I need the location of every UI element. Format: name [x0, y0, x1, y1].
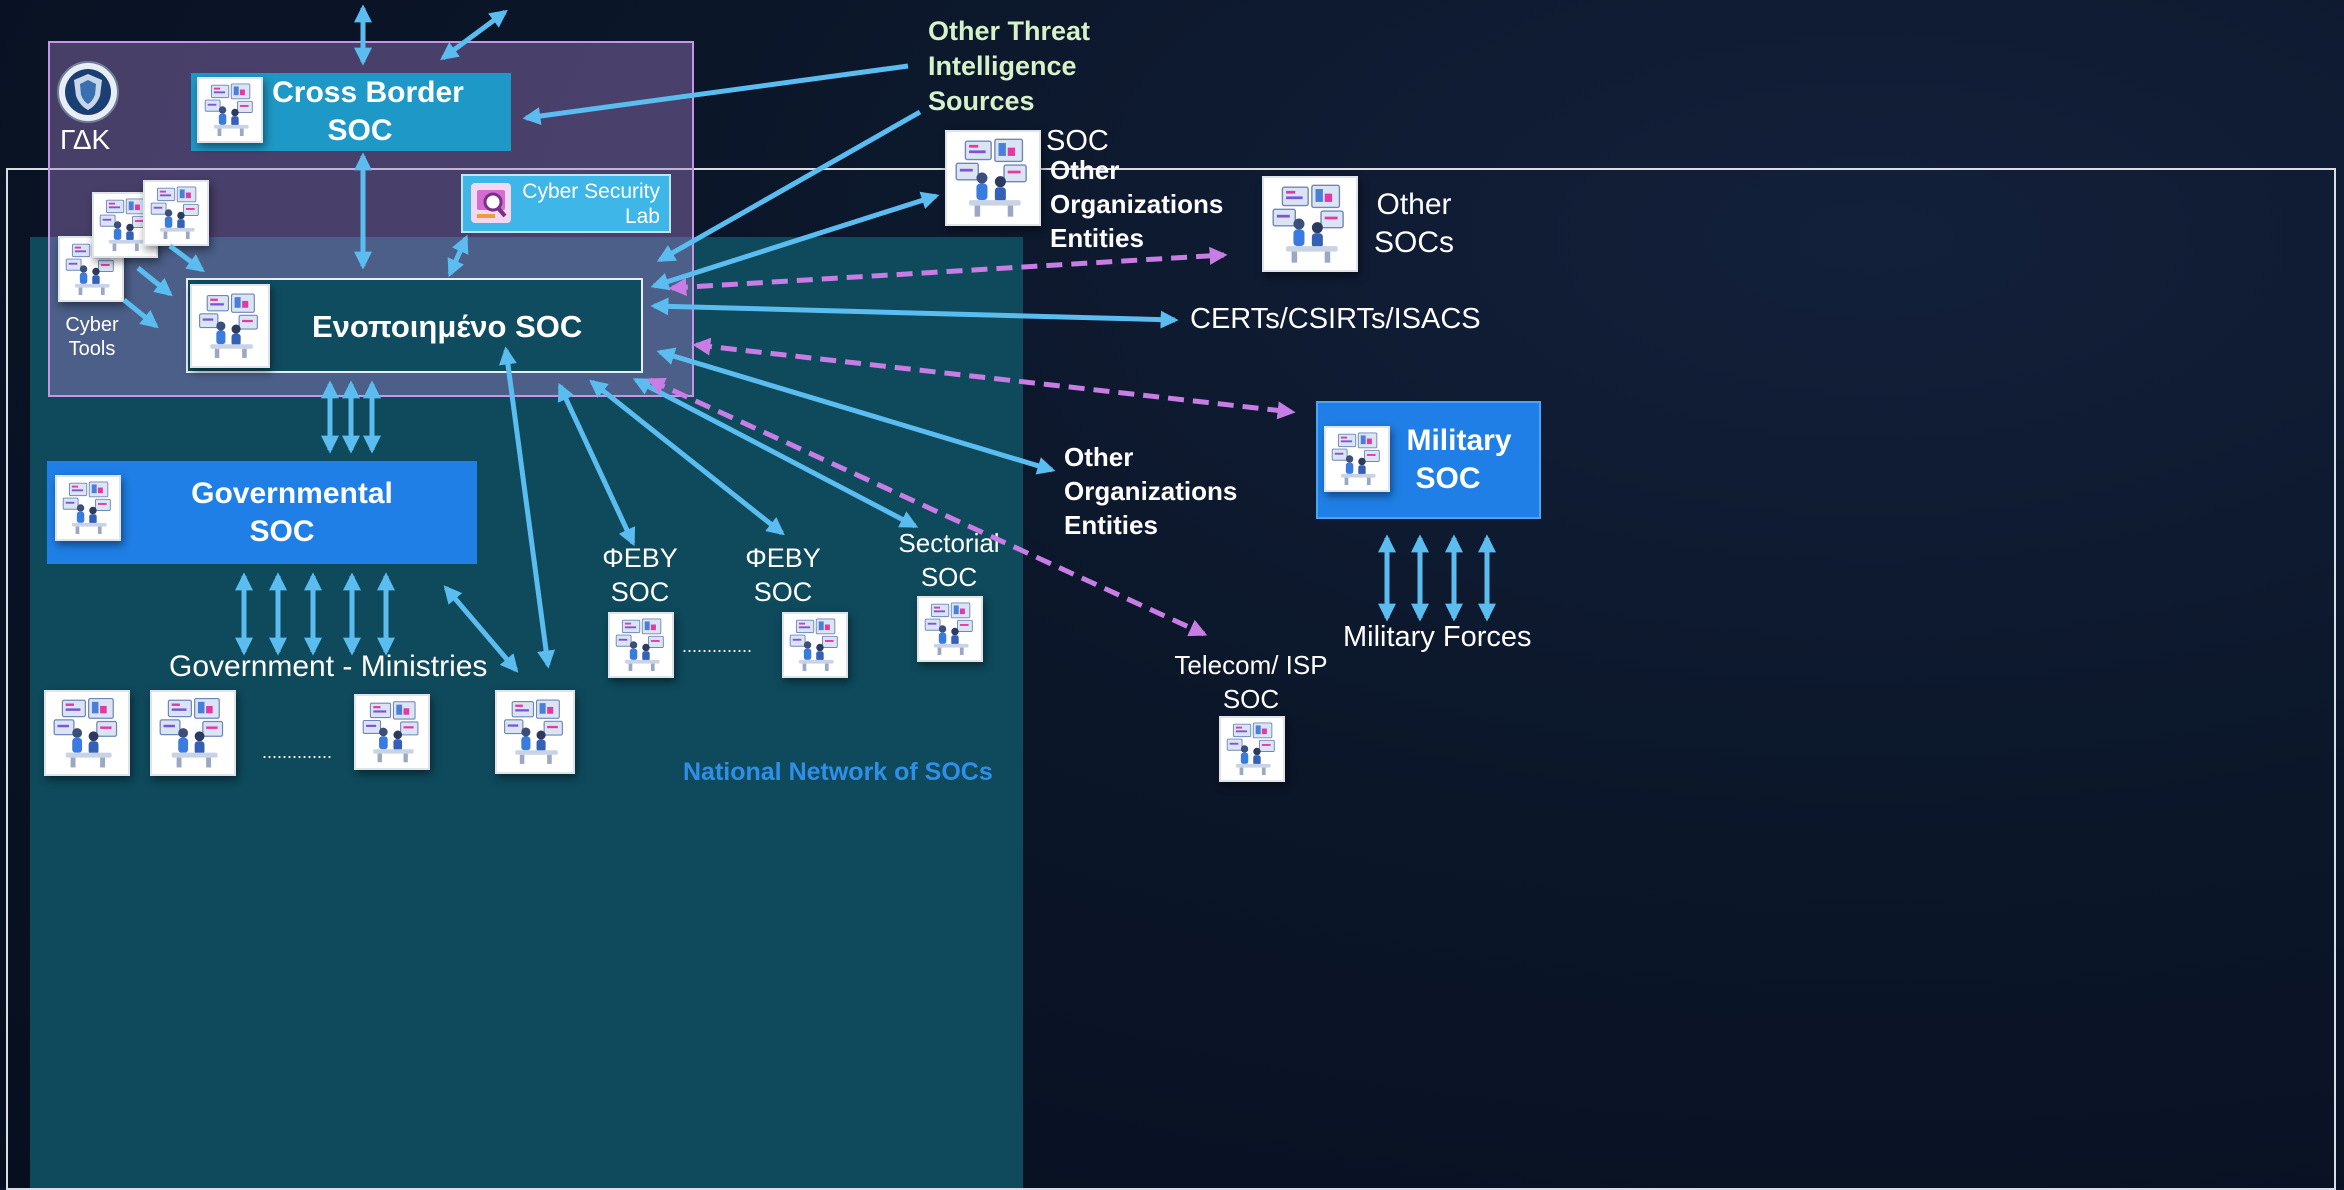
soc-operators-icon: [190, 284, 270, 368]
governmental-line1: Governmental: [191, 477, 393, 510]
arrow-tools-unified-3: [122, 298, 159, 329]
soc-operators-icon: [1262, 176, 1358, 272]
other-orgs-top-line2: Organizations: [1050, 189, 1224, 219]
cyber-tools-line2: Tools: [68, 338, 116, 360]
arrow-tools-unified-1: [168, 244, 205, 273]
soc-operators-icon: [1324, 426, 1390, 492]
other-socs-line1: Other: [1376, 188, 1452, 221]
gdk-label: ΓΔΚ: [60, 124, 111, 155]
arrow-unified-certs: [650, 297, 1179, 329]
arrow-unified-ministry-soc: [498, 346, 556, 669]
national-network-title: National Network of SOCs: [683, 758, 993, 786]
unified-soc-label: Ενοποιημένο SOC: [312, 309, 583, 344]
arrow-unified-feby1: [557, 382, 636, 547]
certs-label: CERTs/CSIRTs/ISACS: [1190, 303, 1481, 335]
cyber-tools-line1: Cyber: [65, 314, 119, 336]
arrow-threat-crossborder: [522, 63, 909, 125]
dotted-ellipsis-icon: ..............: [682, 636, 753, 656]
soc-operators-icon: [44, 690, 130, 776]
arrow-threat-unified: [656, 109, 922, 263]
military-line2: SOC: [1415, 462, 1481, 495]
soc-operators-icon: [92, 192, 158, 258]
soc-operators-icon: [150, 690, 236, 776]
ministries-label: Government - Ministries: [169, 650, 488, 683]
soc-operators-icon: [945, 130, 1041, 226]
other-socs-line2: SOCs: [1373, 226, 1454, 259]
other-threat-line1: Other Threat: [928, 16, 1091, 46]
soc-operators-icon: [55, 475, 121, 541]
dashed-arrow-military: [692, 337, 1296, 420]
soc-operators-icon: [143, 180, 209, 246]
lab-magnifier-icon: [469, 181, 513, 225]
cross-border-line2: SOC: [327, 114, 393, 147]
soc-operators-icon: [354, 694, 430, 770]
arrow-ministry-diagonal: [443, 585, 519, 673]
soc-top-label: SOC: [1046, 125, 1109, 157]
dashed-arrow-telecom: [646, 377, 1208, 637]
dashed-arrow-other-socs: [668, 246, 1228, 297]
telecom-line1: Telecom/ ISP: [1174, 650, 1328, 680]
dotted-ellipsis-icon: ..............: [262, 742, 333, 762]
other-orgs-top-line1: Other: [1050, 155, 1120, 185]
agency-shield-logo-icon: [56, 60, 120, 124]
soc-operators-icon: [197, 77, 263, 143]
arrow-top-diagonal: [440, 9, 508, 61]
other-threat-line2: Intelligence: [928, 51, 1077, 81]
other-threat-line3: Sources: [928, 86, 1035, 116]
telecom-line2: SOC: [1222, 684, 1280, 714]
soc-operators-icon: [495, 690, 575, 774]
arrow-tools-unified-2: [136, 266, 173, 297]
governmental-line2: SOC: [249, 515, 315, 548]
military-line1: Military: [1406, 424, 1512, 457]
soc-operators-icon: [1219, 716, 1285, 782]
arrow-lab-unified: [447, 234, 469, 278]
military-forces-label: Military Forces: [1343, 621, 1532, 653]
cross-border-line1: Cross Border: [272, 76, 464, 109]
lab-label-line1: Cyber Security: [522, 180, 660, 203]
